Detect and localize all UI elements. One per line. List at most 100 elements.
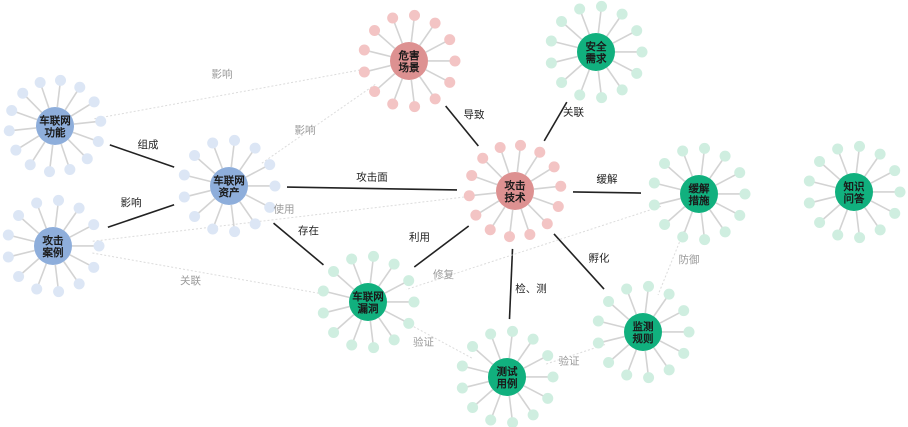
leaf-node[interactable] xyxy=(369,25,381,37)
leaf-node[interactable] xyxy=(328,266,340,278)
node-circle[interactable] xyxy=(488,358,526,396)
leaf-node[interactable] xyxy=(874,148,886,160)
leaf-node[interactable] xyxy=(832,143,844,155)
leaf-node[interactable] xyxy=(403,317,415,329)
leaf-node[interactable] xyxy=(229,134,241,146)
leaf-node[interactable] xyxy=(264,201,276,213)
leaf-node[interactable] xyxy=(387,98,399,110)
leaf-node[interactable] xyxy=(317,285,329,297)
node-circle[interactable] xyxy=(577,33,615,71)
leaf-node[interactable] xyxy=(683,326,695,338)
leaf-node[interactable] xyxy=(269,180,281,192)
leaf-node[interactable] xyxy=(249,142,261,154)
leaf-node[interactable] xyxy=(663,288,675,300)
node-circle[interactable] xyxy=(496,172,534,210)
leaf-node[interactable] xyxy=(631,67,643,79)
leaf-node[interactable] xyxy=(13,210,25,222)
leaf-node[interactable] xyxy=(548,161,560,173)
leaf-node[interactable] xyxy=(648,199,660,211)
node-circle[interactable] xyxy=(349,283,387,321)
leaf-node[interactable] xyxy=(408,296,420,308)
node-circle[interactable] xyxy=(210,167,248,205)
leaf-node[interactable] xyxy=(470,209,482,221)
leaf-node[interactable] xyxy=(358,44,370,56)
leaf-node[interactable] xyxy=(596,92,608,104)
leaf-node[interactable] xyxy=(88,96,100,108)
leaf-node[interactable] xyxy=(854,232,866,244)
leaf-node[interactable] xyxy=(88,261,100,273)
leaf-node[interactable] xyxy=(328,327,340,339)
leaf-node[interactable] xyxy=(542,350,554,362)
leaf-node[interactable] xyxy=(409,9,421,21)
leaf-node[interactable] xyxy=(95,115,107,127)
leaf-node[interactable] xyxy=(534,146,546,158)
leaf-node[interactable] xyxy=(621,283,633,295)
leaf-node[interactable] xyxy=(369,86,381,98)
leaf-node[interactable] xyxy=(603,296,615,308)
leaf-node[interactable] xyxy=(88,219,100,231)
leaf-node[interactable] xyxy=(24,159,36,171)
leaf-node[interactable] xyxy=(178,191,190,203)
leaf-node[interactable] xyxy=(636,46,648,58)
leaf-node[interactable] xyxy=(178,169,190,181)
node-circle[interactable] xyxy=(390,42,428,80)
leaf-node[interactable] xyxy=(463,190,475,202)
leaf-node[interactable] xyxy=(2,251,14,263)
leaf-node[interactable] xyxy=(387,12,399,24)
node-circle[interactable] xyxy=(36,107,74,145)
leaf-node[interactable] xyxy=(17,87,29,99)
leaf-node[interactable] xyxy=(699,234,711,246)
leaf-node[interactable] xyxy=(31,283,43,295)
leaf-node[interactable] xyxy=(556,77,568,89)
leaf-node[interactable] xyxy=(894,186,906,198)
leaf-node[interactable] xyxy=(3,125,15,137)
leaf-node[interactable] xyxy=(2,229,14,241)
leaf-node[interactable] xyxy=(889,207,901,219)
leaf-node[interactable] xyxy=(444,34,456,46)
leaf-node[interactable] xyxy=(466,169,478,181)
leaf-node[interactable] xyxy=(659,158,671,170)
leaf-node[interactable] xyxy=(814,156,826,168)
leaf-node[interactable] xyxy=(485,414,497,426)
leaf-node[interactable] xyxy=(592,337,604,349)
node-circle[interactable] xyxy=(624,313,662,351)
leaf-node[interactable] xyxy=(31,197,43,209)
leaf-node[interactable] xyxy=(388,258,400,270)
leaf-node[interactable] xyxy=(643,372,655,384)
leaf-node[interactable] xyxy=(677,231,689,243)
leaf-node[interactable] xyxy=(596,0,608,12)
leaf-node[interactable] xyxy=(507,325,519,337)
leaf-node[interactable] xyxy=(74,81,86,93)
leaf-node[interactable] xyxy=(189,211,201,223)
leaf-node[interactable] xyxy=(678,305,690,317)
node-circle[interactable] xyxy=(835,173,873,211)
leaf-node[interactable] xyxy=(677,145,689,157)
leaf-node[interactable] xyxy=(477,152,489,164)
leaf-node[interactable] xyxy=(734,209,746,221)
leaf-node[interactable] xyxy=(403,275,415,287)
leaf-node[interactable] xyxy=(81,153,93,165)
leaf-node[interactable] xyxy=(13,271,25,283)
node-circle[interactable] xyxy=(34,227,72,265)
leaf-node[interactable] xyxy=(803,175,815,187)
leaf-node[interactable] xyxy=(34,76,46,88)
leaf-node[interactable] xyxy=(555,180,567,192)
leaf-node[interactable] xyxy=(456,360,468,372)
leaf-node[interactable] xyxy=(53,286,65,298)
leaf-node[interactable] xyxy=(832,229,844,241)
leaf-node[interactable] xyxy=(507,417,519,427)
leaf-node[interactable] xyxy=(368,342,380,354)
leaf-node[interactable] xyxy=(207,137,219,149)
leaf-node[interactable] xyxy=(444,76,456,88)
leaf-node[interactable] xyxy=(643,280,655,292)
leaf-node[interactable] xyxy=(249,218,261,230)
leaf-node[interactable] xyxy=(484,224,496,236)
leaf-node[interactable] xyxy=(53,194,65,206)
leaf-node[interactable] xyxy=(719,150,731,162)
leaf-node[interactable] xyxy=(699,142,711,154)
